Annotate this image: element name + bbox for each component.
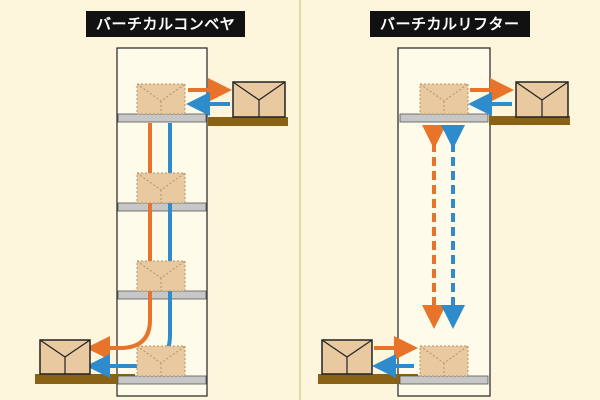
box-on-lifter: [419, 345, 469, 377]
box-on-conveyor: [136, 260, 186, 292]
lifter-platform-top: [399, 113, 489, 123]
input-ledge-left: [35, 374, 135, 384]
box-outside-top: [232, 81, 286, 118]
shelf: [117, 290, 207, 300]
box-on-conveyor: [136, 83, 186, 115]
panel-title-left: バーチカルコンベヤ: [86, 11, 246, 37]
box-outside-top: [515, 81, 569, 118]
orange-flow-line: [98, 123, 152, 350]
shelf: [117, 375, 207, 385]
output-ledge-left: [208, 117, 288, 126]
panel-title-right: バーチカルリフター: [370, 11, 530, 37]
box-outside-bottom: [39, 339, 91, 375]
box-on-conveyor: [136, 172, 186, 204]
box-outside-bottom: [321, 339, 373, 375]
shelf: [117, 113, 207, 123]
lifter-platform-bottom: [399, 375, 489, 385]
output-ledge-right: [489, 116, 570, 125]
box-on-lifter: [419, 83, 469, 115]
input-ledge-right: [318, 374, 418, 384]
box-on-conveyor: [136, 345, 186, 377]
shelf: [117, 202, 207, 212]
